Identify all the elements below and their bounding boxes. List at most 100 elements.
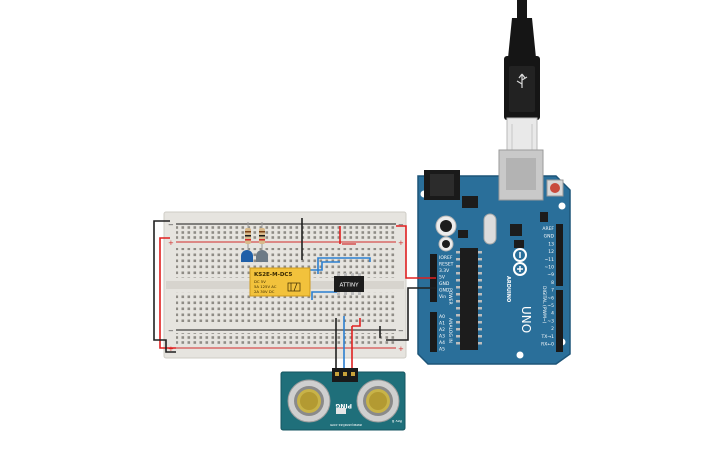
arduino-logo-text: ARDUINO — [505, 276, 511, 302]
pin-label: TX→1 — [541, 334, 555, 340]
chip-pin — [456, 293, 460, 296]
svg-text:+: + — [398, 345, 404, 353]
svg-text:−: − — [168, 221, 174, 229]
pin-label: ~10 — [545, 265, 555, 271]
chip-pin — [456, 272, 460, 275]
chip-pin — [456, 286, 460, 289]
svg-text:+: + — [168, 345, 174, 353]
svg-text:−: − — [398, 221, 404, 229]
chip-pin — [456, 279, 460, 282]
pin-label: AREF — [542, 226, 554, 232]
power-section-label: POWER — [447, 288, 453, 305]
transistor-1[interactable] — [241, 250, 253, 262]
chip-pin — [344, 292, 347, 295]
wires[interactable] — [153, 218, 436, 372]
reset-button[interactable] — [546, 179, 564, 197]
wire-gnd-black — [386, 287, 436, 341]
pin-label: ~11 — [545, 257, 555, 263]
chip-pin — [478, 293, 482, 296]
ping-transducer-left — [287, 379, 331, 423]
chip-pin — [478, 272, 482, 275]
chip-pin — [358, 292, 361, 295]
wire-blue-3 — [311, 291, 338, 300]
chip-pin — [478, 328, 482, 331]
chip-pin — [478, 314, 482, 317]
chip-pin — [478, 335, 482, 338]
pin-label: ~9 — [547, 272, 554, 278]
chip-pin — [456, 265, 460, 268]
pin-label: 4 — [551, 311, 554, 317]
pin-label: A5 — [439, 347, 445, 353]
pin-label: 13 — [548, 241, 554, 247]
chip-pin — [337, 292, 340, 295]
pin-label: GND — [544, 234, 555, 240]
chip-pin — [456, 342, 460, 345]
chip-pin — [478, 265, 482, 268]
ping-transducer-right — [356, 379, 400, 423]
chip-pin — [478, 251, 482, 254]
chip-pin — [456, 328, 460, 331]
chip-pin — [456, 258, 460, 261]
chip-pin — [478, 279, 482, 282]
analog-header[interactable] — [430, 312, 437, 352]
pin-label: GND — [439, 281, 450, 287]
pin-label: 7 — [551, 288, 554, 294]
digital-header-bottom[interactable] — [556, 290, 563, 352]
svg-text:−: − — [398, 327, 404, 335]
pin-label: Vin — [439, 294, 446, 300]
attiny-label: ATTINY — [339, 283, 359, 289]
wire-blue-1 — [317, 257, 371, 274]
pin-label: GND — [439, 288, 450, 294]
svg-text:−: − — [168, 327, 174, 335]
pin-label: ~6 — [547, 295, 554, 301]
pin-label: A0 — [439, 314, 445, 320]
pin-label: A3 — [439, 334, 445, 340]
resistor-1[interactable] — [245, 222, 251, 250]
atmega-pins — [456, 251, 482, 345]
crystal — [483, 213, 497, 245]
pin-label: IOREF — [439, 255, 453, 261]
pin-label: A2 — [439, 327, 445, 333]
pin-label: A4 — [439, 340, 445, 346]
chip-pin — [456, 321, 460, 324]
arduino-model: UNO — [519, 306, 533, 333]
pin-label: 3.3V — [439, 268, 450, 274]
chip-pin — [478, 307, 482, 310]
chip-pin — [478, 286, 482, 289]
pin-label: A1 — [439, 321, 445, 327]
transistor-2[interactable] — [256, 250, 268, 262]
arduino-logo-icon — [513, 248, 527, 276]
ping-rev: Rev B — [391, 419, 402, 423]
pin-label: 8 — [551, 280, 554, 286]
chip-pin — [456, 307, 460, 310]
relay-line-1: DC 5V — [254, 279, 266, 284]
relay-module[interactable]: KS2E-M-DC5 DC 5V 5A 125V AC 2A 30V DC — [249, 267, 311, 297]
analog-section-label: ANALOG IN — [447, 318, 453, 343]
pin-label: 2 — [551, 326, 554, 332]
chip-pin — [456, 251, 460, 254]
ping-label: PING — [335, 402, 352, 409]
chip-pin — [358, 273, 361, 276]
relay-line-3: 2A 30V DC — [254, 289, 275, 294]
wire-left-black — [153, 220, 176, 353]
relay-line-2: 5A 125V AC — [254, 284, 277, 289]
pin-label: 5V — [439, 275, 446, 281]
digital-section-label: DIGITAL (PWM~) — [541, 286, 547, 324]
chip-pin — [456, 314, 460, 317]
wire-blue-2 — [310, 261, 340, 271]
digital-header-top[interactable] — [556, 224, 563, 286]
attiny-chip[interactable]: ATTINY — [334, 273, 364, 295]
usb-cable[interactable] — [504, 0, 540, 155]
chip-pin — [337, 273, 340, 276]
chip-pin — [456, 335, 460, 338]
chip-pin — [351, 292, 354, 295]
ping-brand: www.parallax.com — [329, 423, 362, 427]
resistor-2[interactable] — [259, 222, 265, 250]
ping-ultrasonic-sensor[interactable]: PING www.parallax.com Rev B — [280, 368, 406, 431]
pin-label: ~5 — [547, 303, 554, 309]
svg-text:+: + — [168, 239, 174, 247]
